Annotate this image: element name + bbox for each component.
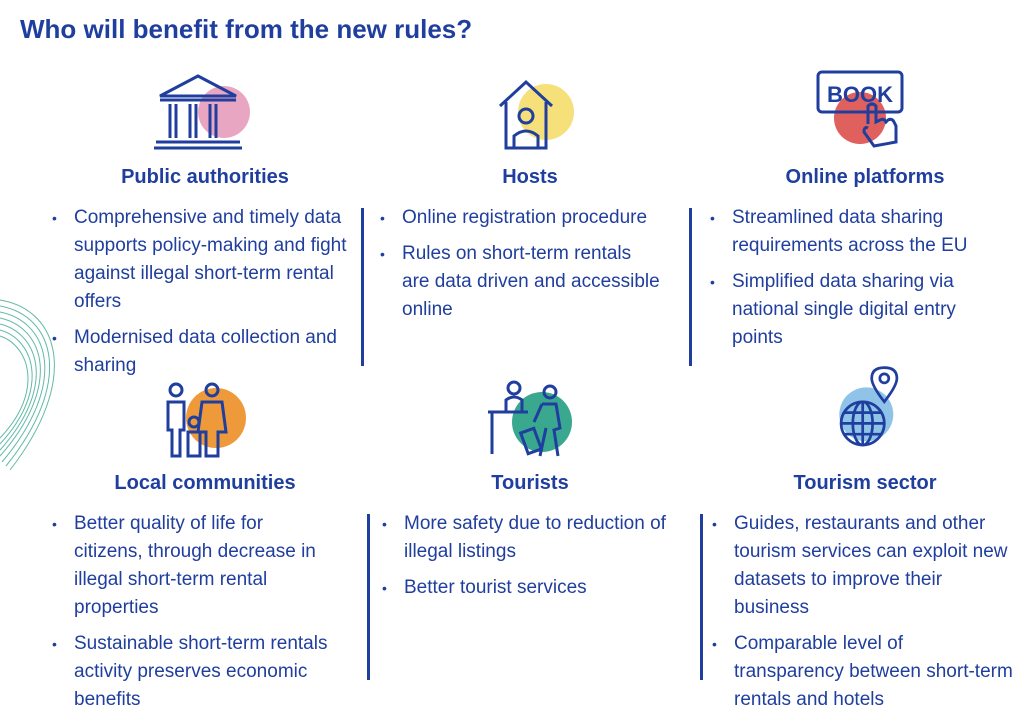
benefit-list-tourists: More safety due to reduction of illegal … xyxy=(382,510,682,610)
svg-text:BOOK: BOOK xyxy=(827,82,893,107)
divider xyxy=(700,514,703,680)
list-item: Modernised data collection and sharing xyxy=(52,324,352,380)
benefit-list-public-authorities: Comprehensive and timely data supports p… xyxy=(52,204,352,388)
heading-hosts: Hosts xyxy=(502,166,558,188)
government-building-icon xyxy=(152,70,262,160)
tourist-with-luggage-icon xyxy=(484,374,594,464)
benefit-list-hosts: Online registration procedure Rules on s… xyxy=(380,204,680,332)
list-item: Guides, restaurants and other tourism se… xyxy=(712,510,1018,622)
heading-tourism-sector: Tourism sector xyxy=(793,472,937,494)
divider xyxy=(689,208,692,366)
list-item: Comprehensive and timely data supports p… xyxy=(52,204,352,316)
heading-public-authorities: Public authorities xyxy=(121,166,289,188)
benefit-list-online-platforms: Streamlined data sharing requirements ac… xyxy=(710,204,1000,360)
house-host-icon xyxy=(480,72,590,162)
heading-local-communities: Local communities xyxy=(114,472,296,494)
list-item: Online registration procedure xyxy=(380,204,680,232)
benefit-list-local-communities: Better quality of life for citizens, thr… xyxy=(52,510,362,722)
list-item: More safety due to reduction of illegal … xyxy=(382,510,682,566)
list-item: Comparable level of transparency between… xyxy=(712,630,1018,714)
decorative-lines xyxy=(0,299,55,471)
benefit-list-tourism-sector: Guides, restaurants and other tourism se… xyxy=(712,510,1018,722)
list-item: Better quality of life for citizens, thr… xyxy=(52,510,362,622)
book-button-icon: BOOK xyxy=(808,66,918,156)
list-item: Simplified data sharing via national sin… xyxy=(710,268,1000,352)
heading-tourists: Tourists xyxy=(491,472,569,494)
page-title: Who will benefit from the new rules? xyxy=(20,14,473,44)
list-item: Streamlined data sharing requirements ac… xyxy=(710,204,1000,260)
heading-online-platforms: Online platforms xyxy=(785,166,945,188)
globe-location-pin-icon xyxy=(814,364,924,454)
list-item: Sustainable short-term rentals activity … xyxy=(52,630,362,714)
family-icon xyxy=(150,378,260,468)
list-item: Rules on short-term rentals are data dri… xyxy=(380,240,680,324)
list-item: Better tourist services xyxy=(382,574,682,602)
divider xyxy=(361,208,364,366)
divider xyxy=(367,514,370,680)
